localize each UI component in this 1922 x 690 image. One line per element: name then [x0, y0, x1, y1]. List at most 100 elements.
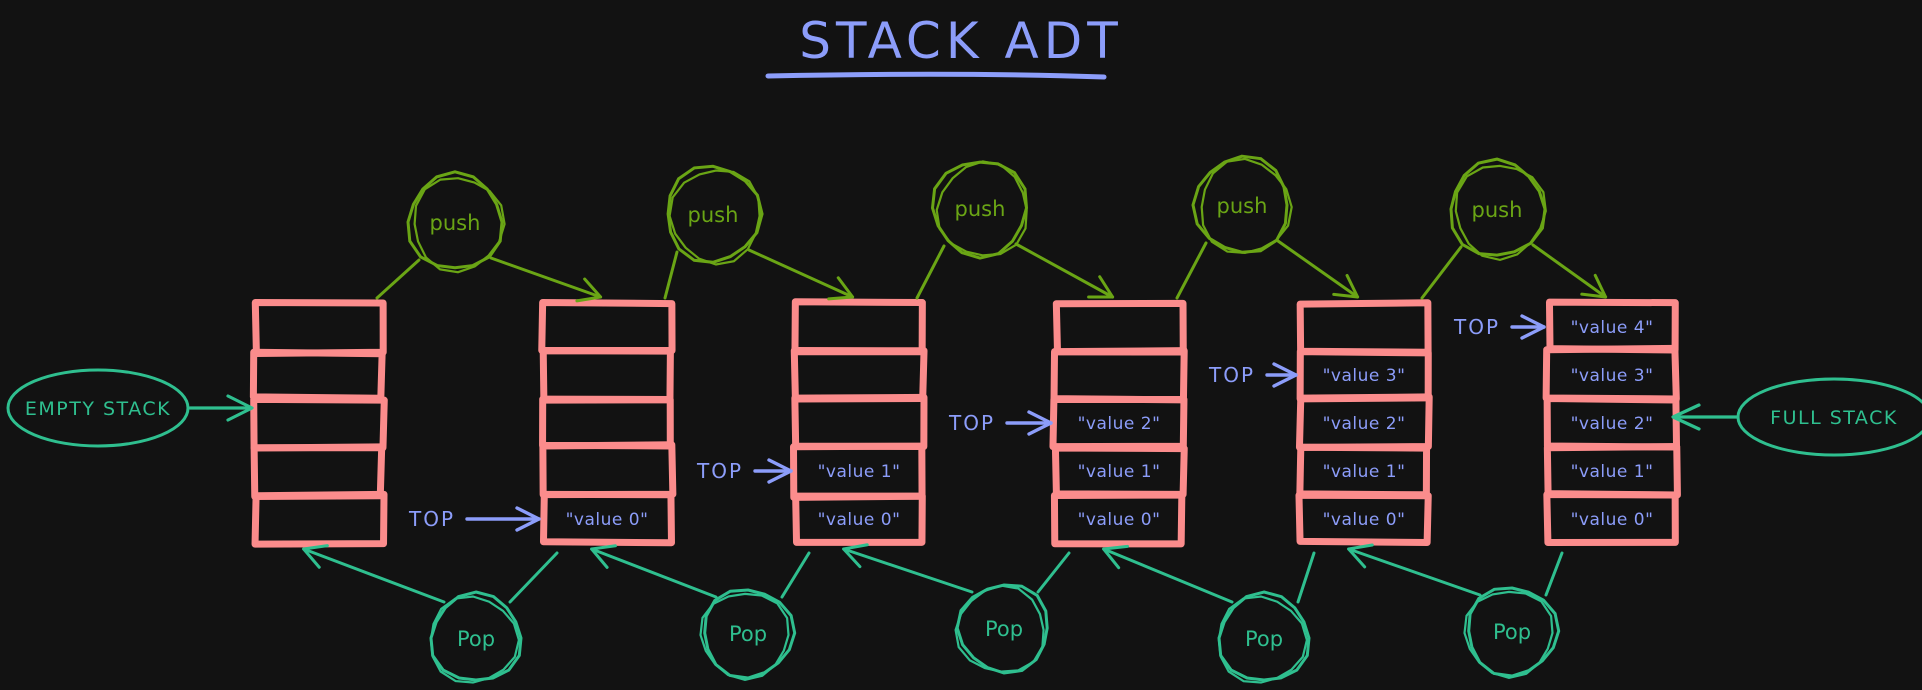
empty-stack-annotation: EMPTY STACK: [6, 368, 254, 448]
pop-out-line: [1347, 547, 1482, 597]
top-pointer[interactable]: TOP: [696, 458, 793, 484]
stack-cell[interactable]: "value 3": [1542, 344, 1680, 403]
stack-cell-border: [791, 298, 926, 356]
stack-cell[interactable]: [251, 298, 387, 357]
stack-6[interactable]: "value 4" "value 3" "value 2""value 1" "val…: [1542, 298, 1681, 547]
stack-cell[interactable]: "value 0": [792, 492, 926, 546]
stack-cell[interactable]: "value 4": [1545, 298, 1679, 354]
pop-circle-inner: [1463, 590, 1554, 680]
stack-cell[interactable]: "value 0": [1543, 491, 1679, 547]
pop-label: Pop: [1245, 627, 1283, 651]
arrow-head: [1347, 543, 1374, 569]
pop-operation[interactable]: Pop: [1102, 544, 1316, 684]
arrow-head: [1087, 275, 1115, 299]
push-operation[interactable]: push: [663, 164, 855, 301]
stack-3[interactable]: "value 1" "value 0": [790, 298, 928, 546]
push-in-line: [375, 258, 421, 300]
stack-cell-border: [539, 490, 675, 547]
push-operations-layer: push push push push push: [375, 154, 1608, 303]
push-out-line: [747, 248, 855, 299]
pop-circle-inner: [1217, 595, 1309, 684]
stack-cell[interactable]: "value 1": [1296, 443, 1431, 499]
stack-cell-border: [1295, 491, 1432, 547]
push-operation[interactable]: push: [375, 170, 603, 303]
full-stack-label: FULL STACK: [1770, 407, 1898, 429]
pop-operation[interactable]: Pop: [590, 544, 811, 682]
stack-2[interactable]: "value 0": [538, 298, 677, 547]
stack-cell[interactable]: "value 2": [1543, 395, 1681, 451]
stack-cell[interactable]: [539, 347, 674, 404]
pop-operation[interactable]: Pop: [302, 544, 559, 684]
top-arrow-head: [515, 506, 541, 532]
stack-cell[interactable]: "value 2": [1295, 393, 1433, 451]
push-in-line: [1175, 241, 1208, 300]
stack-cell-border: [538, 298, 676, 355]
stack-cell-border: [792, 492, 926, 546]
top-pointer[interactable]: TOP: [408, 506, 541, 532]
stack-cell[interactable]: [539, 395, 674, 450]
stack-cell[interactable]: [538, 298, 676, 355]
top-pointer[interactable]: TOP: [948, 410, 1053, 436]
stack-cell[interactable]: "value 0": [539, 490, 675, 547]
stack-cell[interactable]: [251, 490, 388, 548]
top-pointer[interactable]: TOP: [1208, 362, 1298, 388]
stack-cell-border: [250, 443, 386, 500]
stack-cell[interactable]: "value 3": [1296, 348, 1432, 403]
arrow-head: [827, 276, 855, 301]
arrow-head: [590, 544, 617, 569]
pop-circle: [955, 583, 1049, 675]
stack-cell[interactable]: "value 1": [1051, 444, 1188, 498]
stack-cell[interactable]: "value 0": [1295, 491, 1432, 547]
stack-cell[interactable]: [1052, 299, 1187, 356]
stack-cell-border: [249, 348, 386, 402]
stack-cell-border: [1052, 299, 1187, 356]
top-pointer[interactable]: TOP: [1453, 314, 1546, 340]
push-circle-inner: [935, 160, 1028, 257]
push-circle-inner: [1454, 164, 1547, 262]
stack-cell-border: [1050, 347, 1188, 404]
stack-cell[interactable]: [790, 346, 928, 403]
stack-cell[interactable]: [1050, 347, 1188, 404]
stack-cell[interactable]: "value 2": [1049, 395, 1188, 451]
stack-cell-value: "value 1": [1078, 462, 1161, 482]
arrow-head: [302, 544, 329, 569]
arrow-head: [1580, 273, 1608, 299]
pop-operation[interactable]: Pop: [842, 543, 1071, 675]
push-label: push: [1217, 194, 1268, 218]
pop-circle: [429, 590, 523, 682]
pop-circle: [1217, 590, 1311, 682]
stack-4[interactable]: "value 2" "value 1" "value 0": [1049, 299, 1188, 548]
top-label: TOP: [1208, 363, 1255, 387]
stack-cell[interactable]: "value 0": [1050, 491, 1186, 548]
push-operation[interactable]: push: [1175, 154, 1360, 300]
stack-cell[interactable]: "value 1": [790, 442, 926, 501]
push-circle-inner: [1200, 157, 1293, 255]
stack-cell[interactable]: [1296, 299, 1432, 356]
top-arrow-head: [1027, 410, 1053, 436]
stack-cell-border: [791, 393, 928, 450]
stack-1[interactable]: [249, 298, 388, 548]
stack-cell-border: [790, 346, 928, 403]
push-label: push: [1472, 198, 1523, 222]
stack-cell[interactable]: "value 1": [1543, 442, 1681, 499]
stack-cell[interactable]: [539, 441, 677, 499]
stack-cell[interactable]: [791, 298, 926, 356]
push-circle: [1449, 157, 1547, 257]
stack-cell-value: "value 0": [1571, 510, 1654, 530]
stack-cell-value: "value 3": [1571, 366, 1654, 386]
stack-cell[interactable]: [791, 393, 928, 450]
push-operation[interactable]: push: [1420, 157, 1608, 300]
stack-cell-value: "value 0": [1078, 510, 1161, 530]
stack-cell[interactable]: [250, 443, 386, 500]
stack-cell[interactable]: [250, 395, 388, 452]
push-circle-inner: [668, 169, 761, 266]
stack-5[interactable]: "value 3""value 2""value 1""value 0": [1295, 299, 1433, 547]
pop-operation[interactable]: Pop: [1347, 543, 1564, 680]
stack-cell-value: "value 0": [818, 510, 901, 530]
pop-label: Pop: [457, 627, 495, 651]
pop-out-line: [590, 547, 718, 599]
push-operation[interactable]: push: [915, 160, 1115, 300]
stack-cell[interactable]: [249, 348, 386, 402]
